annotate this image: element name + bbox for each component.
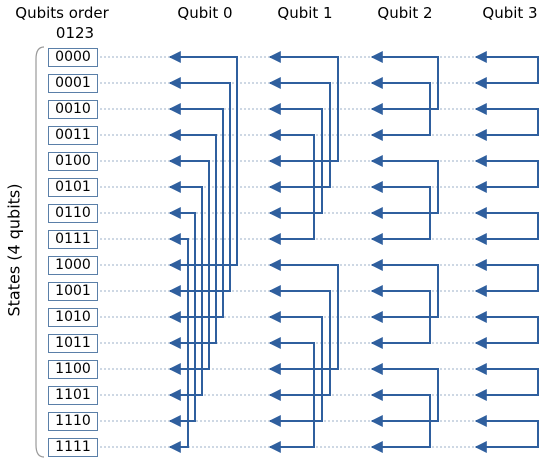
arrow-qubit3-1000-to-1001 xyxy=(474,265,539,297)
state-0110: 0110 xyxy=(48,204,98,223)
state-1111: 1111 xyxy=(48,438,98,457)
arrow-qubit3-0011-to-0010 xyxy=(474,103,539,135)
state-0000: 0000 xyxy=(48,48,98,67)
arrow-qubit3-0100-to-0101 xyxy=(474,161,539,193)
arrow-qubit0-0001-to-1001 xyxy=(168,83,231,297)
arrow-qubit0-0000-to-1000 xyxy=(168,57,238,271)
arrow-qubit3-0101-to-0100 xyxy=(474,155,539,187)
arrow-qubit3-0110-to-0111 xyxy=(474,213,539,245)
arrow-qubit3-1110-to-1111 xyxy=(474,421,539,453)
arrow-qubit3-1010-to-1011 xyxy=(474,317,539,349)
arrow-qubit0-0111-to-1111 xyxy=(168,239,189,453)
arrow-qubit1-0010-to-0110 xyxy=(268,109,323,219)
bit-positions-label: 0123 xyxy=(55,24,95,42)
arrow-qubit2-1100-to-1110 xyxy=(370,369,439,427)
arrow-qubit3-0111-to-0110 xyxy=(474,207,539,239)
column-header-qubit-0: Qubit 0 xyxy=(177,4,233,22)
arrow-qubit3-0001-to-0000 xyxy=(474,51,539,83)
state-0101: 0101 xyxy=(48,178,98,197)
state-0011: 0011 xyxy=(48,126,98,145)
arrow-qubit0-0100-to-1100 xyxy=(168,161,210,375)
column-header-qubit-3: Qubit 3 xyxy=(482,4,538,22)
state-1001: 1001 xyxy=(48,282,98,301)
state-1110: 1110 xyxy=(48,412,98,431)
state-0010: 0010 xyxy=(48,100,98,119)
arrow-qubit1-1011-to-1111 xyxy=(268,343,315,453)
state-0111: 0111 xyxy=(48,230,98,249)
state-0001: 0001 xyxy=(48,74,98,93)
state-1100: 1100 xyxy=(48,360,98,379)
arrow-qubit1-1000-to-1100 xyxy=(268,265,339,375)
column-header-qubit-1: Qubit 1 xyxy=(277,4,333,22)
arrow-qubit3-1001-to-1000 xyxy=(474,259,539,291)
arrow-qubit3-1011-to-1010 xyxy=(474,311,539,343)
arrow-qubit1-0000-to-0100 xyxy=(268,57,339,167)
arrow-qubit2-0101-to-0111 xyxy=(370,187,431,245)
arrow-qubit1-1001-to-1101 xyxy=(268,291,331,401)
arrow-qubit3-1100-to-1101 xyxy=(474,369,539,401)
state-1011: 1011 xyxy=(48,334,98,353)
state-1010: 1010 xyxy=(48,308,98,327)
qubits-order-label: Qubits order xyxy=(15,4,109,22)
arrow-qubit1-1010-to-1110 xyxy=(268,317,323,427)
arrow-qubit1-0011-to-0111 xyxy=(268,135,315,245)
arrow-qubit2-0000-to-0010 xyxy=(370,57,439,115)
arrow-qubit3-1101-to-1100 xyxy=(474,363,539,395)
arrow-qubit2-0001-to-0011 xyxy=(370,83,431,141)
arrow-qubit2-1001-to-1011 xyxy=(370,291,431,349)
arrow-qubit0-0101-to-1101 xyxy=(168,187,203,401)
arrow-qubit1-0001-to-0101 xyxy=(268,83,331,193)
arrow-qubit2-0100-to-0110 xyxy=(370,161,439,219)
arrow-qubit0-0110-to-1110 xyxy=(168,213,196,427)
arrow-qubit3-0000-to-0001 xyxy=(474,57,539,89)
arrow-qubit0-0011-to-1011 xyxy=(168,135,217,349)
state-0100: 0100 xyxy=(48,152,98,171)
arrow-qubit3-1111-to-1110 xyxy=(474,415,539,447)
arrow-qubit2-1000-to-1010 xyxy=(370,265,439,323)
states-brace xyxy=(35,46,45,458)
arrow-qubit3-0010-to-0011 xyxy=(474,109,539,141)
column-header-qubit-2: Qubit 2 xyxy=(377,4,433,22)
state-1101: 1101 xyxy=(48,386,98,405)
arrow-qubit2-1101-to-1111 xyxy=(370,395,431,453)
state-1000: 1000 xyxy=(48,256,98,275)
